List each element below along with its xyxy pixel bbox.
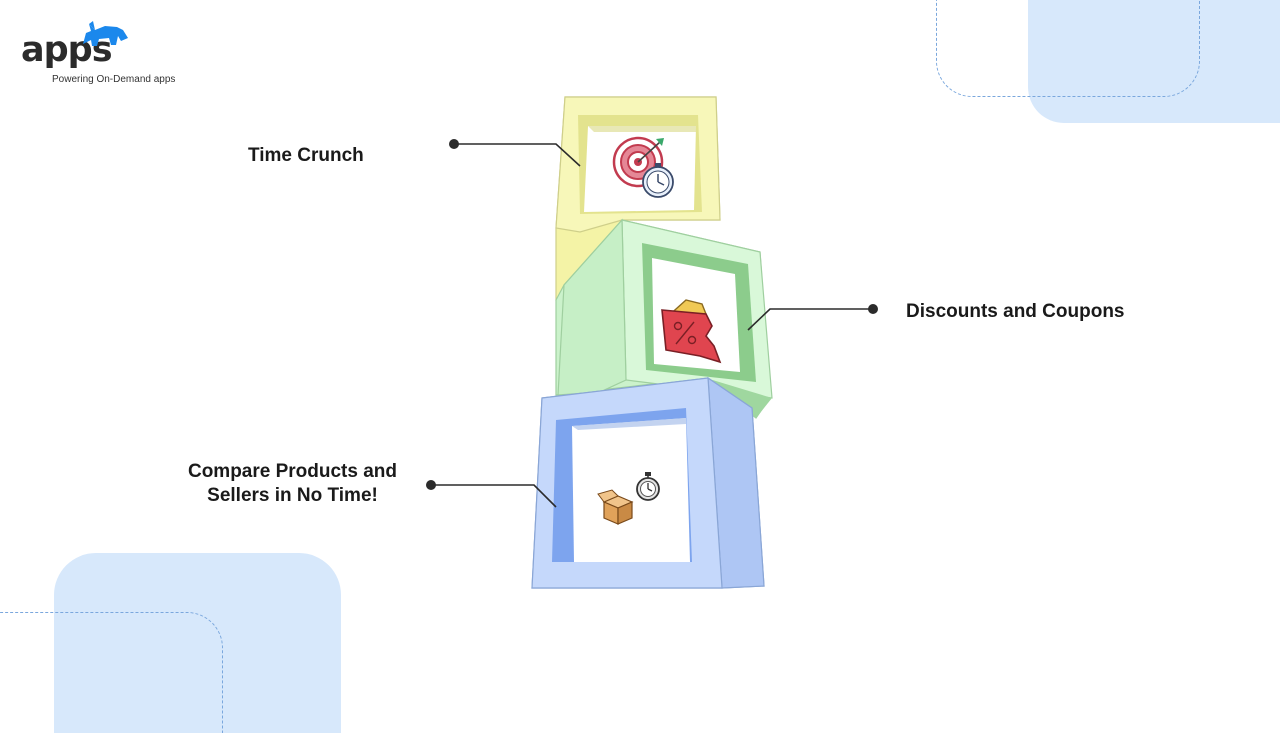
target-stopwatch-icon	[612, 136, 674, 198]
discount-tag-icon	[661, 299, 722, 364]
label-compare-products: Compare Products and Sellers in No Time!	[187, 461, 398, 506]
label-discounts-and-coupons: Discounts and Coupons	[906, 301, 1125, 322]
rhino-icon	[83, 21, 128, 46]
connector-time-crunch	[449, 139, 581, 167]
feature-stack-illustration	[426, 96, 878, 589]
connector-compare	[426, 480, 557, 508]
decor-dashed-outline-top-right	[936, 0, 1200, 97]
decor-dashed-outline-bottom-left	[0, 612, 223, 733]
connector-discounts	[747, 304, 878, 331]
brand-logo[interactable]: apps Powering On-Demand apps	[20, 18, 180, 88]
package-stopwatch-icon	[597, 472, 660, 525]
decor-blob-top-right	[1028, 0, 1280, 123]
label-time-crunch: Time Crunch	[248, 145, 364, 166]
logo-tagline: Powering On-Demand apps	[52, 74, 176, 85]
